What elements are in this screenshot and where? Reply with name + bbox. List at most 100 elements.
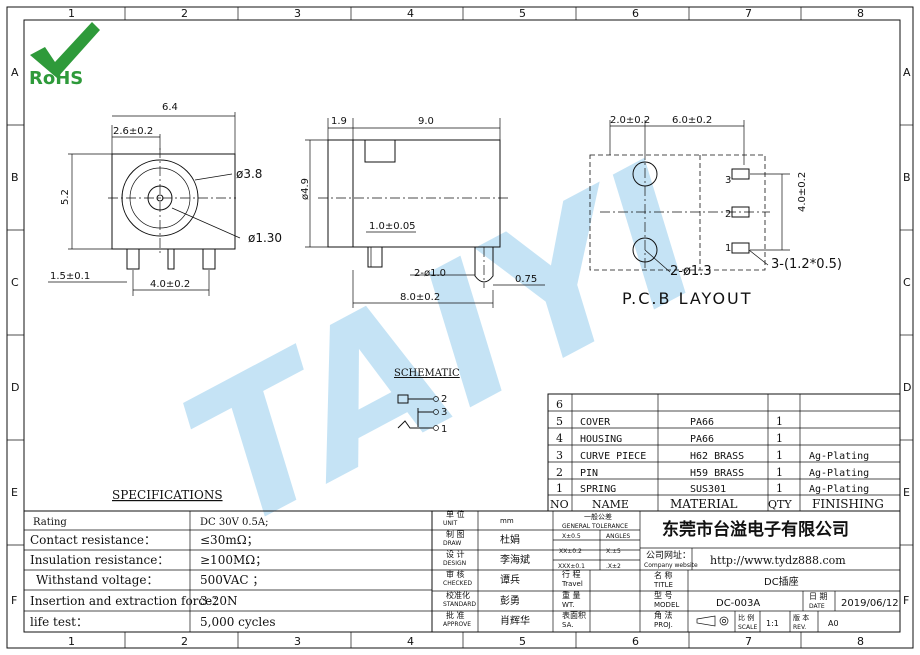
pad-label-2: 2 [725, 209, 731, 220]
tb-check-en: CHECKED [443, 580, 472, 587]
tb-std-cn: 校准化 [446, 590, 470, 600]
spec-value: 5,000 cycles [200, 615, 276, 629]
bom-row-no: 6 [556, 398, 563, 411]
spec-label: Insulation resistance： [30, 553, 169, 567]
column-mark: 5 [519, 635, 526, 648]
column-mark: 1 [68, 635, 75, 648]
schem-pin-1: 1 [441, 424, 447, 435]
dim-pin-pitch: 4.0±0.2 [150, 279, 190, 290]
column-mark: 7 [745, 635, 752, 648]
dim-pcb-v: 4.0±0.2 [797, 172, 808, 212]
tb-scale-value: 1:1 [766, 619, 779, 628]
bom-row-no: 1 [556, 482, 563, 495]
tb-title-en: TITLE [653, 581, 673, 589]
company-website: http://www.tydz888.com [710, 554, 846, 567]
bom-row-material: PA66 [690, 434, 714, 445]
schem-pin-3: 3 [441, 407, 447, 418]
dim-post: 2-ø1.0 [414, 268, 446, 279]
bom-h-finishing: FINISHING [812, 497, 884, 511]
rohs-text: RoHS [29, 68, 83, 89]
bom-h-qty: QTY [768, 498, 792, 511]
tb-website-en: Company website [644, 562, 698, 569]
tb-design-cn: 设 计 [446, 549, 465, 559]
row-mark: A [903, 66, 911, 79]
bom-row-material: H62 BRASS [690, 451, 744, 462]
bom-row-no: 5 [556, 415, 563, 428]
dim-pin-left: 1.5±0.1 [50, 271, 90, 282]
tb-tol-angles: ANGLES [606, 533, 630, 540]
bom-h-material: MATERIAL [670, 497, 738, 511]
bom-h-no: NO [550, 498, 569, 511]
bom-row-no: 2 [556, 466, 563, 479]
tb-unit-value: mm [500, 517, 514, 525]
column-mark: 5 [519, 7, 526, 20]
projection-icon [696, 615, 716, 627]
tb-std-value: 彭勇 [500, 594, 520, 607]
row-mark: C [903, 276, 911, 289]
frame-ticks [7, 7, 913, 648]
bom-row-qty: 1 [776, 415, 783, 428]
tb-tol-2: XX±0.2 [559, 548, 582, 555]
dim-body-len: 9.0 [418, 116, 434, 127]
bom-row-no: 3 [556, 449, 563, 462]
column-mark: 3 [294, 7, 301, 20]
specs-table [23, 510, 433, 633]
tb-model-cn: 型 号 [654, 591, 673, 600]
column-mark: 6 [632, 7, 639, 20]
bom-row-finishing: Ag-Plating [809, 451, 869, 462]
tb-tol-3b: .X±2 [606, 563, 621, 570]
pcb-layout [589, 120, 790, 273]
spec-label: Contact resistance： [30, 533, 156, 547]
tb-approve-value: 肖辉华 [500, 614, 530, 627]
tb-scale-cn: 比 例 [738, 613, 754, 622]
spec-value: ≤30mΩ； [200, 533, 259, 547]
spec-label: Rating [33, 517, 67, 528]
tb-scale-en: SCALE [738, 624, 757, 631]
tb-website-cn: 公司网址： [646, 549, 691, 561]
dim-height: 5.2 [60, 189, 71, 205]
column-mark: 8 [857, 635, 864, 648]
row-mark: E [903, 486, 910, 499]
tb-weight-en: WT. [562, 601, 575, 609]
dim-pin-span: 8.0±0.2 [400, 292, 440, 303]
tb-travel-en: Travel [561, 580, 583, 588]
front-view [48, 112, 241, 296]
column-mark: 2 [181, 635, 188, 648]
bom-row-qty: 1 [776, 449, 783, 462]
tb-draw-cn: 制 图 [446, 529, 465, 539]
tb-date-value: 2019/06/12 [841, 598, 899, 609]
bom-row-name: CURVE PIECE [580, 451, 646, 462]
side-view [305, 118, 545, 308]
dim-pin-w: 1.0±0.05 [369, 221, 416, 232]
tb-travel-cn: 行 程 [562, 569, 581, 579]
tb-design-value: 李海斌 [500, 553, 530, 566]
tb-date-en: DATE [809, 603, 825, 610]
spec-value: ≥100MΩ； [200, 553, 267, 567]
title-block [431, 510, 901, 633]
tb-approve-en: APPROVE [443, 621, 471, 628]
tb-check-cn: 审 核 [446, 569, 465, 579]
schem-pin-2: 2 [441, 394, 447, 405]
tb-date-cn: 日 期 [809, 592, 828, 601]
column-mark: 8 [857, 7, 864, 20]
row-mark: D [903, 381, 911, 394]
tb-surface-en: SA. [562, 621, 573, 629]
bom-row-finishing: Ag-Plating [809, 484, 869, 495]
watermark: TAIYI [153, 123, 734, 572]
row-mark: B [903, 171, 911, 184]
bom-row-name: COVER [580, 417, 611, 428]
tb-proj-cn: 角 法 [654, 610, 673, 620]
pad-label-3: 3 [725, 175, 731, 186]
rohs-logo: RoHS [29, 22, 100, 89]
column-mark: 1 [68, 7, 75, 20]
dim-pin-dia: ø1.30 [248, 231, 282, 245]
tb-tol-2b: X.±5 [606, 548, 621, 555]
dim-post-len: 0.75 [515, 274, 537, 285]
bom-row-material: PA66 [690, 417, 714, 428]
bom-row-qty: 1 [776, 432, 783, 445]
dim-pcb-a: 2.0±0.2 [610, 115, 650, 126]
bom-table [547, 393, 901, 512]
checkmark-icon [30, 22, 100, 78]
bom-row-material: SUS301 [690, 484, 726, 495]
row-mark: C [11, 276, 19, 289]
